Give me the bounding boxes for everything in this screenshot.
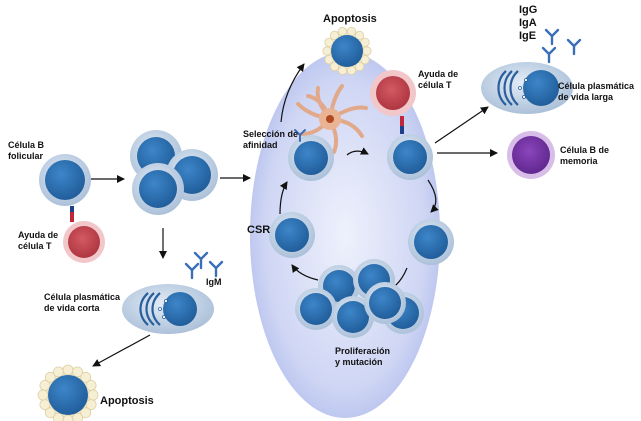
t-cell-left [63,221,105,263]
long-lived-plasma-cell [481,62,573,114]
short-lived-plasma-cell [122,284,214,334]
label-memory-b: Célula B de memoria [560,145,612,166]
apoptotic-bleb [324,37,334,47]
arrow-to-long-plasma [434,106,489,144]
apoptotic-bleb [53,366,64,378]
apoptotic-bleb [346,26,357,37]
label-proliferation: Proliferación y mutación [335,346,393,367]
apoptotic-bleb [39,379,51,391]
apoptotic-bleb [354,61,365,72]
label-csr: CSR [247,224,270,236]
dendritic-cell [296,84,368,154]
apoptotic-bleb [62,364,74,376]
igm-antibodies [184,251,224,280]
arrow-proliferation-to-csr [291,264,319,281]
arrow-selection-to-cell [346,147,369,156]
apoptotic-bleb [85,399,97,411]
apoptotic-bleb [322,46,332,56]
gc-b-cell-right [387,134,433,180]
apoptotic-bleb [44,371,56,383]
selection-b-cell [288,135,334,181]
label-t-help-left: Ayuda de célula T [18,230,61,251]
b-cell-cluster [130,130,218,215]
apoptotic-bleb [346,65,357,76]
apoptotic-bleb [44,407,56,419]
follicular-b-cell [39,154,91,206]
apoptotic-bleb [72,366,83,378]
arrow-csr-to-selection [279,181,288,215]
apoptotic-bleb [329,30,340,41]
apoptotic-bleb [87,389,99,401]
apoptotic-bleb [62,414,74,421]
apoptotic-bleb [360,37,370,47]
apoptotic-bleb [80,407,92,419]
apoptotic-bleb [39,399,51,411]
apoptotic-bleb [53,412,64,421]
apoptotic-bleb [354,30,365,41]
label-t-help-top: Ayuda de célula T [418,69,461,90]
apoptotic-cell-bottom [37,364,99,421]
arrow-to-apoptosis-top [280,63,305,123]
label-apoptosis-top: Apoptosis [323,13,377,25]
label-isotypes: IgG IgA IgE [519,4,540,42]
apoptotic-bleb [362,46,372,56]
gc-b-cell-lower [408,219,454,265]
bcr-antibody [294,129,306,142]
apoptotic-bleb [337,65,348,76]
proliferation-cluster [295,259,424,338]
t-cell-top [370,70,416,116]
label-affinity-selection: Selección de afinidad [243,129,301,150]
arrow-cell-to-cell [427,179,439,213]
apoptotic-bleb [324,55,334,65]
arrows [91,63,498,367]
label-short-plasma: Célula plasmática de vida corta [44,292,123,313]
csr-b-cell [269,212,315,258]
label-apoptosis-bottom: Apoptosis [100,395,154,407]
arrow-plasma-to-apoptosis [92,334,151,367]
label-igm: IgM [206,277,222,287]
label-follicular-b: Célula B folicular [8,140,47,161]
apoptotic-bleb [360,55,370,65]
label-long-plasma: Célula plasmática de vida larga [558,81,637,102]
apoptotic-bleb [329,61,340,72]
isotype-antibodies [541,28,582,64]
apoptotic-bleb [85,379,97,391]
apoptotic-bleb [37,389,49,401]
apoptotic-bleb [80,371,92,383]
apoptotic-cell-top [322,26,372,76]
apoptotic-bleb [337,26,348,37]
apoptotic-bleb [72,412,83,421]
memory-b-cell [507,131,555,179]
